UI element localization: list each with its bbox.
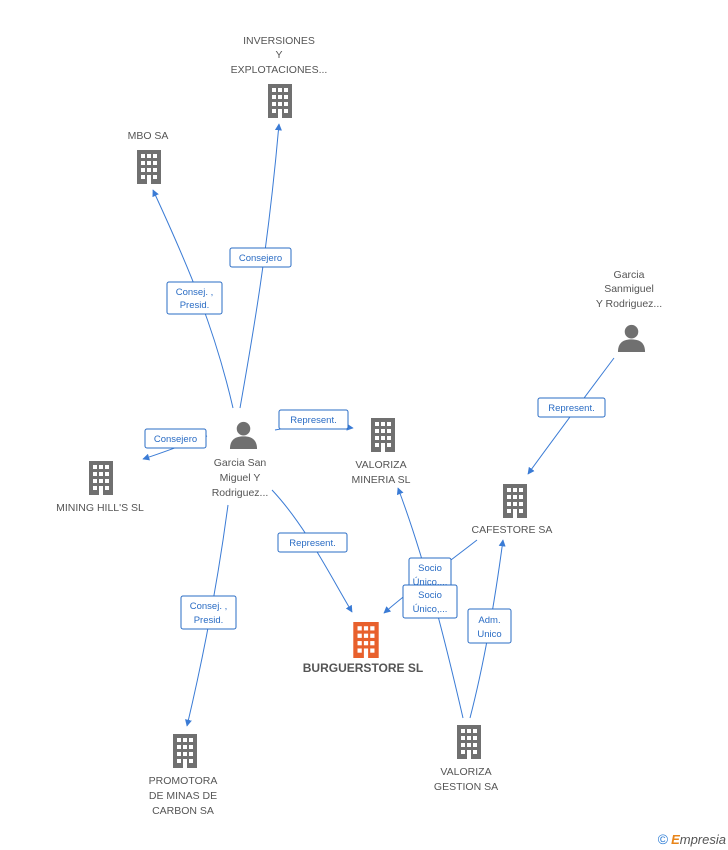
node-label: VALORIZA	[355, 459, 406, 471]
node-label: Y Rodriguez...	[596, 298, 662, 310]
node-label: Miguel Y	[220, 472, 261, 484]
node-label: Rodriguez...	[212, 487, 269, 499]
building-icon	[268, 84, 292, 118]
edge-label-text: Consej. ,	[190, 601, 228, 612]
edge-label-e5[interactable]: Represent.	[277, 532, 348, 553]
edge-label-e2[interactable]: Consej. , Presid.	[166, 281, 223, 315]
node-label: EXPLOTACIONES...	[231, 64, 328, 76]
edge-label-text: Socio	[418, 563, 442, 574]
building-icon	[353, 622, 379, 658]
edge-label-text: Adm.	[478, 615, 500, 626]
node-label: VALORIZA	[440, 766, 491, 778]
edge-line	[239, 123, 282, 409]
building-icon	[503, 484, 527, 518]
edge-label-text: Represent.	[289, 538, 335, 549]
edge-label-e10[interactable]: Adm. Unico	[467, 608, 512, 644]
footer-brand: ©Empresia	[658, 831, 726, 847]
edge-label-e4[interactable]: Consejero	[144, 428, 207, 449]
edge-label-text: Consejero	[154, 434, 197, 445]
node-garcia-sanmiguel[interactable]: Garcia Sanmiguel Y Rodriguez...	[596, 269, 662, 352]
copyright-icon: ©	[657, 831, 669, 847]
node-label: CAFESTORE SA	[472, 524, 553, 536]
node-label: INVERSIONES	[243, 35, 315, 47]
node-garcia-san-miguel[interactable]: Garcia San Miguel Y Rodriguez...	[212, 421, 269, 499]
edge-label-text: Represent.	[290, 415, 336, 426]
edge-label-text: Único,...	[413, 604, 448, 615]
building-icon	[137, 150, 161, 184]
edge-label-text: Unico	[477, 629, 501, 640]
building-icon	[89, 461, 113, 495]
node-mbo[interactable]: MBO SA	[128, 130, 169, 184]
edge-label-text: Presid.	[194, 615, 224, 626]
node-label: DE MINAS DE	[149, 790, 217, 802]
edge-label-e9[interactable]: Socio Único,...	[402, 584, 458, 619]
node-label: Garcia	[614, 269, 645, 281]
node-label: Garcia San	[214, 457, 267, 469]
node-label: CARBON SA	[152, 805, 214, 817]
building-icon	[457, 725, 481, 759]
person-icon	[229, 421, 258, 449]
edge-label-text: Único,...	[413, 577, 448, 588]
node-promotora[interactable]: PROMOTORA DE MINAS DE CARBON SA	[149, 734, 218, 817]
node-valoriza-mineria[interactable]: VALORIZA MINERIA SL	[352, 418, 411, 486]
building-icon	[173, 734, 197, 768]
edge-label-e6[interactable]: Represent.	[537, 397, 606, 418]
edge-label-text: Consejero	[239, 253, 282, 264]
node-label: PROMOTORA	[149, 775, 218, 787]
edge-label-e7[interactable]: Consej. , Presid.	[180, 595, 237, 630]
person-icon	[617, 324, 646, 352]
brand-initial: E	[671, 832, 680, 847]
node-label: MINING HILL'S SL	[56, 502, 144, 514]
edge-label-text: Presid.	[180, 300, 210, 311]
edge-label-e3[interactable]: Represent.	[278, 409, 349, 430]
edge-label-text: Consej. ,	[176, 287, 214, 298]
node-mining-hills[interactable]: MINING HILL'S SL	[56, 461, 144, 514]
edge-label-text: Socio	[418, 590, 442, 601]
node-cafestore[interactable]: CAFESTORE SA	[472, 484, 553, 536]
edge-label-text: Represent.	[548, 403, 594, 414]
node-label: GESTION SA	[434, 781, 498, 793]
node-valoriza-gestion[interactable]: VALORIZA GESTION SA	[434, 725, 498, 793]
node-label-main: BURGUERSTORE SL	[303, 661, 423, 675]
node-label: MINERIA SL	[352, 474, 411, 486]
node-inversiones[interactable]: INVERSIONES Y EXPLOTACIONES...	[231, 35, 328, 118]
building-icon	[371, 418, 395, 452]
node-label: Y	[275, 49, 282, 61]
node-label: Sanmiguel	[604, 283, 654, 295]
edge-label-e8[interactable]: Socio Único,...	[408, 557, 452, 591]
node-label: MBO SA	[128, 130, 169, 142]
node-burguerstore[interactable]: BURGUERSTORE SL	[303, 622, 423, 675]
edge-label-e1[interactable]: Consejero	[229, 247, 292, 268]
brand-name: mpresia	[679, 832, 726, 847]
